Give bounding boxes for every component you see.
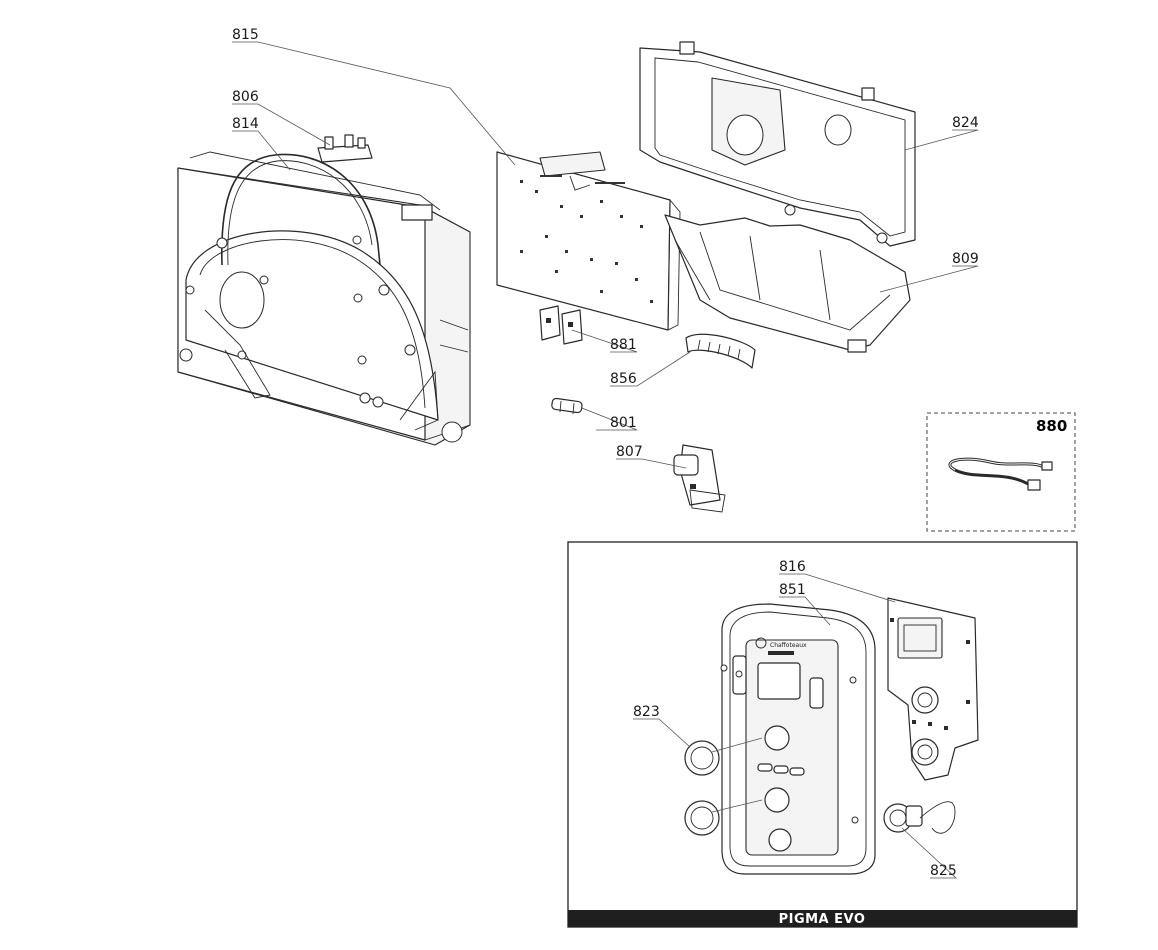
front-panel: Chaffoteaux: [720, 603, 876, 875]
bracket-part: [317, 134, 373, 163]
fuse: [551, 397, 583, 415]
label-806: 806: [232, 89, 259, 105]
pressure-module: [673, 444, 726, 513]
housing-studs: [179, 235, 463, 443]
grip-part: [685, 333, 756, 369]
label-809: 809: [952, 251, 979, 267]
panel-brand-text: Chaffoteaux: [770, 642, 807, 649]
leader-lines: [232, 41, 979, 879]
label-801: 801: [610, 415, 637, 431]
pigma-evo-inset: Chaffoteaux: [567, 541, 1078, 928]
display-board: [887, 597, 979, 781]
knob-pair: [684, 740, 720, 836]
label-824: 824: [952, 115, 979, 131]
label-807: 807: [616, 444, 643, 460]
label-823: 823: [633, 704, 660, 720]
control-housing: [177, 134, 471, 446]
label-856: 856: [610, 371, 637, 387]
top-cover: [639, 41, 916, 247]
relay-pair: [539, 305, 583, 345]
lower-bracket: [664, 214, 911, 353]
pressure-gauge: [883, 801, 956, 834]
label-814: 814: [232, 116, 259, 132]
label-815: 815: [232, 27, 259, 43]
circuit-board: [496, 151, 681, 331]
wiring-harness: [948, 457, 1053, 491]
label-880: 880: [1036, 417, 1067, 435]
inset-banner: [568, 910, 1077, 927]
label-816: 816: [779, 559, 806, 575]
label-851: 851: [779, 582, 806, 598]
harness-kit-box: [926, 412, 1076, 532]
label-881: 881: [610, 337, 637, 353]
label-825: 825: [930, 863, 957, 879]
inset-banner-title: PIGMA EVO: [779, 912, 866, 927]
